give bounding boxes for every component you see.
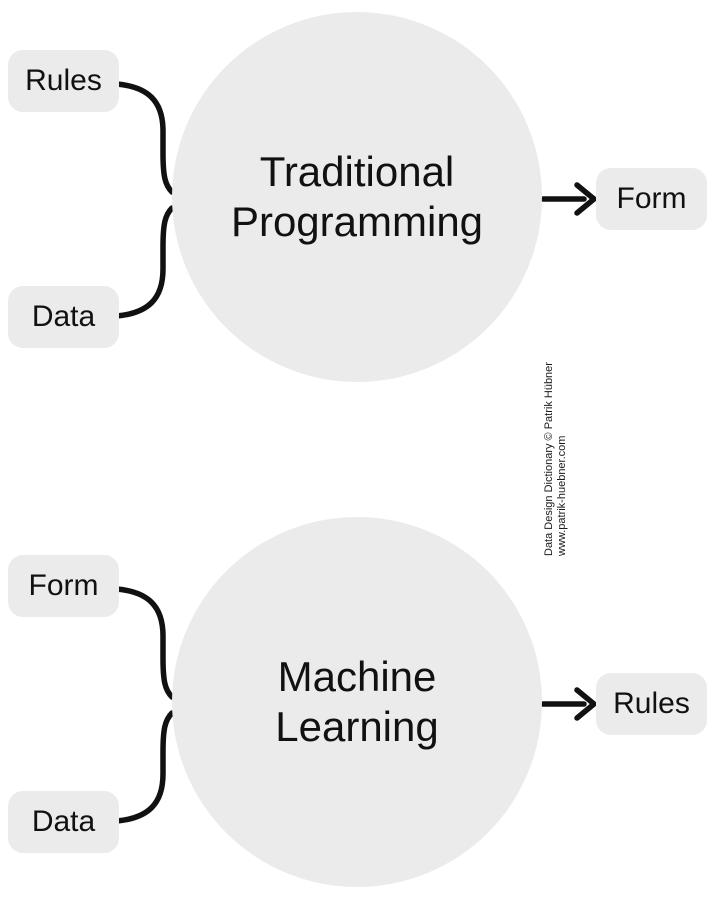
process-title: Traditional Programming [172,147,542,247]
connector-lines [114,586,597,824]
input-box-top: Rules [8,50,119,112]
credit-text: Data Design Dictionary © Patrik Hübner w… [543,344,568,556]
process-title: Machine Learning [172,652,542,752]
input-box-top-label: Form [28,569,99,602]
output-arrow-head-icon [574,182,597,216]
credit-line1: Data Design Dictionary © Patrik Hübner [543,362,555,556]
connector-top-input-curve [114,586,175,700]
output-box-label: Form [616,182,687,215]
input-box-top: Form [8,555,119,617]
process-circle [172,517,542,887]
input-box-bottom: Data [8,286,119,348]
process-title-line2: Programming [230,198,484,245]
connector-bottom-input-curve [114,205,175,319]
input-box-top-label: Rules [25,64,102,97]
input-box-bottom: Data [8,791,119,853]
process-title-line2: Learning [275,703,439,750]
connector-bottom-input-curve [114,710,175,824]
output-box-label: Rules [613,687,690,720]
input-box-bottom-label: Data [31,805,96,838]
panel-machine-learning: Machine Learning Form Data Rules [0,505,715,900]
connector-lines [114,81,597,319]
credit-line2: www.patrik-huebner.com [555,435,568,556]
process-title-line1: Machine [277,653,437,700]
output-box: Form [596,168,707,230]
input-box-bottom-label: Data [31,300,96,333]
output-arrow-head-icon [574,687,597,721]
connector-top-input-curve [114,81,175,195]
panel-traditional-programming: Traditional Programming Rules Data Form [0,0,715,395]
output-box: Rules [596,673,707,735]
process-circle [172,12,542,382]
process-title-line1: Traditional [259,148,455,195]
